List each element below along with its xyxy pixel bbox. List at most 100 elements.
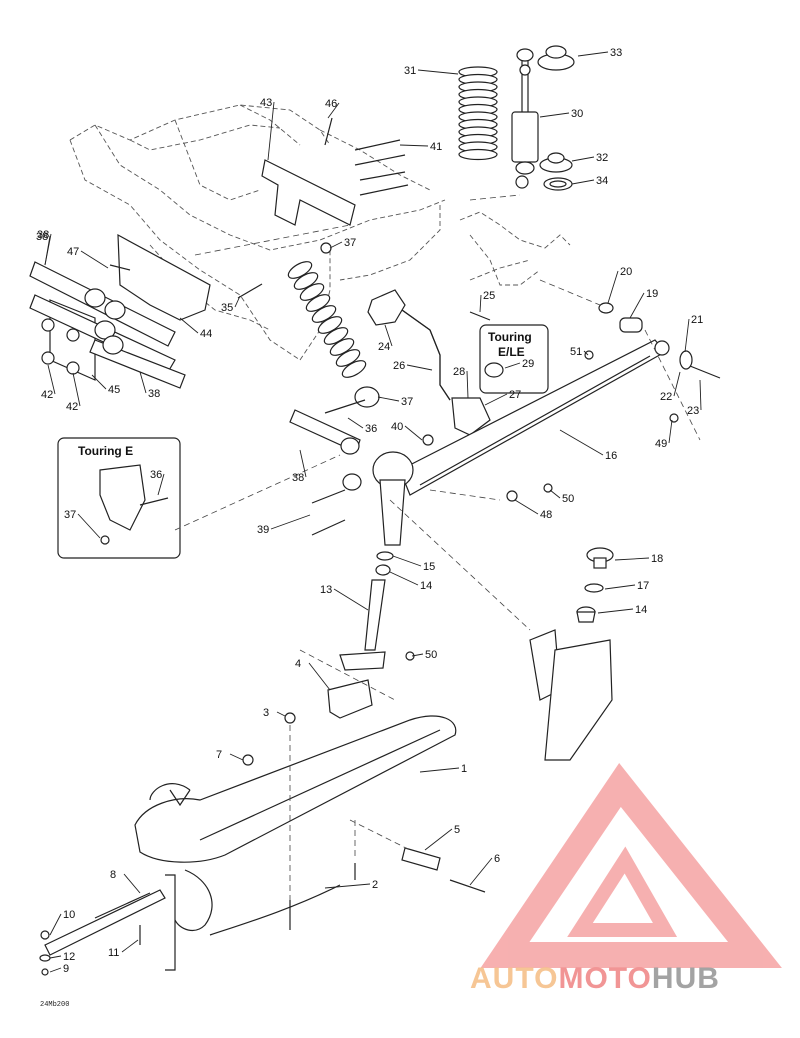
- steering-boot: [287, 261, 367, 378]
- callout-leader-24: [384, 324, 393, 347]
- callout-13: 13: [320, 584, 332, 596]
- misc-fasteners: [109, 242, 679, 930]
- callout-leader-37: [329, 241, 343, 249]
- callout-11: 11: [108, 947, 119, 959]
- touring-e-le-title-line2: E/LE: [498, 345, 525, 359]
- callout-leader-41: [399, 144, 429, 147]
- callout-18: 18: [651, 553, 663, 565]
- bracket-lines: [165, 874, 176, 971]
- callout-36: 36: [150, 469, 162, 481]
- callout-leader-27: [484, 393, 508, 406]
- callout-40: 40: [391, 421, 403, 433]
- callout-41: 41: [430, 141, 442, 153]
- callout-leader-47: [80, 250, 109, 269]
- callout-leader-13: [333, 588, 369, 611]
- callout-4: 4: [295, 658, 301, 670]
- callout-31: 31: [404, 65, 416, 77]
- callout-23: 23: [687, 405, 699, 417]
- callout-leader-16: [559, 429, 604, 456]
- callout-leader-4: [308, 662, 331, 691]
- callout-37: 37: [401, 396, 413, 408]
- touring-e-le-inset: [479, 324, 549, 394]
- stopper-part-4: [327, 679, 373, 719]
- callout-14: 14: [635, 604, 647, 616]
- ring-part-17: [584, 583, 604, 593]
- fasteners-part-9-10-12: [39, 925, 141, 976]
- callout-28: 28: [453, 366, 465, 378]
- steering-arm-part-24: [367, 289, 406, 326]
- callout-10: 10: [63, 909, 75, 921]
- callout-leader-30: [539, 112, 570, 118]
- callout-leader-8: [123, 873, 141, 894]
- callout-30: 30: [571, 108, 583, 120]
- callout-leader-26: [406, 364, 433, 371]
- pivot-parts: [598, 302, 721, 379]
- callout-leader-38: [139, 371, 147, 394]
- lower-cup-part-32: [539, 152, 573, 173]
- bushing-part-14: [576, 606, 596, 623]
- upper-cup-part-33: [537, 45, 575, 71]
- callout-leader-48: [514, 499, 539, 515]
- washers-part-14-15: [375, 551, 394, 576]
- bolts-part-41: [354, 139, 409, 196]
- chassis-frame-outline: [69, 104, 446, 361]
- callout-leader-38: [299, 449, 307, 478]
- watermark-text-hub: HUB: [652, 962, 720, 995]
- tie-rod-part-26: [401, 309, 451, 401]
- callout-leader-34: [571, 179, 595, 185]
- callout-leader-39: [270, 514, 311, 530]
- callout-47: 47: [67, 246, 79, 258]
- callout-35: 35: [221, 302, 233, 314]
- callout-leader-50: [411, 653, 424, 657]
- callout-37: 37: [64, 509, 76, 521]
- callout-34: 34: [596, 175, 608, 187]
- bolt-part-46: [324, 117, 333, 146]
- callout-1: 1: [461, 763, 467, 775]
- callout-39: 39: [257, 524, 269, 536]
- ski-guard: [174, 869, 213, 932]
- watermark-text-auto: AUTO: [470, 962, 558, 995]
- nuts-part-42: [41, 318, 80, 375]
- ski-runner-part-2: [209, 884, 341, 936]
- callout-27: 27: [509, 389, 521, 401]
- callout-42: 42: [66, 401, 78, 413]
- callout-2: 2: [372, 879, 378, 891]
- bushings: [84, 288, 362, 491]
- callout-leader-5: [424, 828, 453, 851]
- watermark-text: AUTOMOTOHUB: [470, 962, 720, 995]
- callout-38: 38: [37, 229, 49, 241]
- touring-e-le-title-line1: Touring: [488, 330, 532, 344]
- callout-leader-7: [229, 753, 244, 761]
- callout-3: 3: [263, 707, 269, 719]
- callout-leader-37: [377, 396, 400, 402]
- callout-leader-15: [392, 555, 422, 567]
- callout-leader-1: [419, 767, 460, 773]
- watermark-logo-icon: [480, 763, 782, 968]
- boot-ring: [341, 360, 367, 378]
- spindle-leg-right: [529, 629, 613, 761]
- callout-leader-35: [234, 295, 241, 308]
- callout-26: 26: [393, 360, 405, 372]
- tie-rod-end-part-27: [451, 397, 491, 436]
- callout-37: 37: [344, 237, 356, 249]
- callout-8: 8: [110, 869, 116, 881]
- callout-leader-49: [668, 419, 673, 444]
- callout-leader-36: [347, 417, 364, 429]
- callout-leader-23: [699, 379, 702, 411]
- callout-leader-31: [417, 69, 459, 75]
- callout-leader-14: [389, 571, 419, 586]
- callout-leader-12: [49, 955, 62, 959]
- callout-leader-25: [479, 294, 482, 313]
- callout-43: 43: [260, 97, 272, 109]
- callout-leader-37: [77, 513, 101, 539]
- upper-bracket-outline: [459, 211, 571, 286]
- callout-leader-10: [49, 913, 62, 936]
- callout-leader-50: [549, 489, 561, 499]
- callout-leader-38: [44, 235, 51, 266]
- ring-part-34: [543, 177, 573, 191]
- callout-38: 38: [292, 472, 304, 484]
- callout-leader-40: [404, 425, 423, 441]
- callout-15: 15: [423, 561, 435, 573]
